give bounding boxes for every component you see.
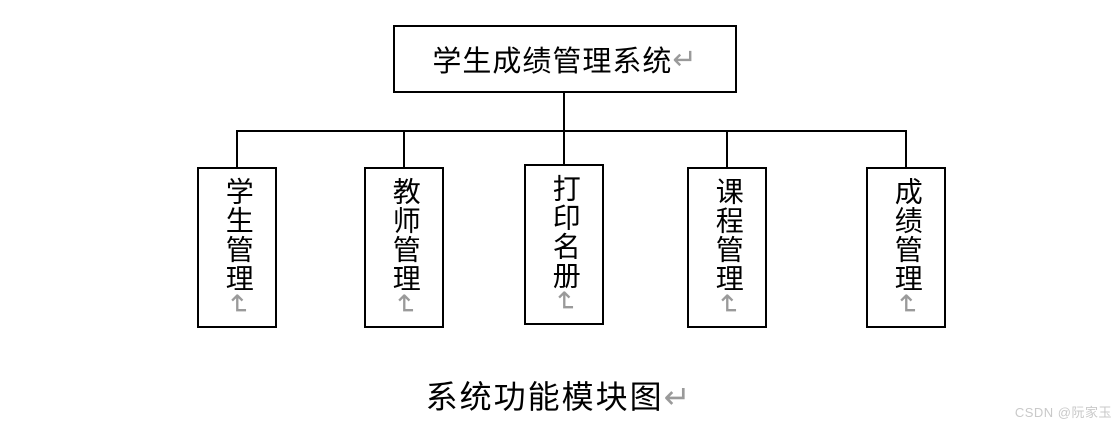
node-label: 教师管理↵ [388,177,420,318]
connector-drop-teacher [403,130,405,169]
node-label-text: 课程管理 [711,177,743,294]
node-grade-management: 成绩管理↵ [866,167,946,328]
node-label-text: 成绩管理 [890,177,922,294]
connector-horizontal-bar [236,130,907,132]
node-root-system: 学生成绩管理系统↵ [393,25,737,93]
connector-drop-grade [905,130,907,169]
paragraph-mark: ↵ [672,43,698,76]
node-label: 成绩管理↵ [890,177,922,318]
node-student-management: 学生管理↵ [197,167,277,328]
node-teacher-management: 教师管理↵ [364,167,444,328]
node-label-text: 学生管理 [221,177,253,294]
connector-root-stem [563,91,565,132]
csdn-watermark: CSDN @阮家玉 [1014,405,1112,420]
diagram-caption: 系统功能模块图↵ [0,372,1118,418]
node-label-text: 教师管理 [388,177,420,294]
node-label: 课程管理↵ [711,177,743,318]
caption-text: 系统功能模块图 [425,379,664,415]
paragraph-mark: ↵ [221,293,253,318]
paragraph-mark: ↵ [890,293,922,318]
connector-drop-student [236,130,238,169]
node-label: 学生管理↵ [221,177,253,318]
connector-drop-course [726,130,728,169]
node-print-roster: 打印名册↵ [524,164,604,325]
connector-drop-roster [563,130,565,169]
node-root-label: 学生成绩管理系统 [432,46,673,78]
node-label: 打印名册↵ [548,174,580,315]
paragraph-mark: ↵ [388,293,420,318]
node-label-text: 打印名册 [548,174,580,291]
paragraph-mark: ↵ [663,379,693,415]
node-course-management: 课程管理↵ [687,167,767,328]
paragraph-mark: ↵ [548,290,580,315]
paragraph-mark: ↵ [711,293,743,318]
